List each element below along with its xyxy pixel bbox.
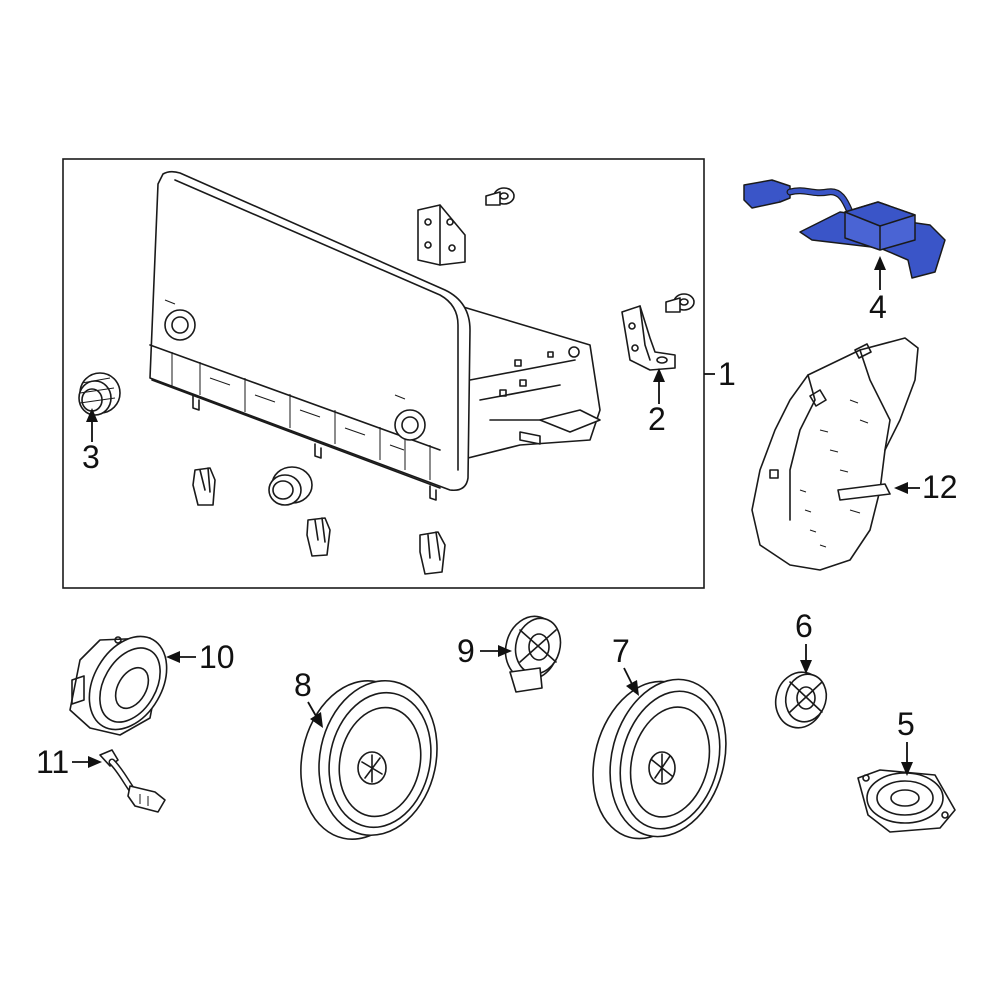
grommet[interactable] xyxy=(268,466,313,506)
callout-4: 4 xyxy=(869,289,887,325)
tweeter-part-6[interactable] xyxy=(770,667,832,734)
callout-12: 12 xyxy=(922,469,958,505)
callout-1: 1 xyxy=(718,356,736,392)
tweeter-part-9[interactable] xyxy=(499,610,567,693)
display-unit-part[interactable] xyxy=(149,170,601,501)
bracket-part-2[interactable] xyxy=(621,305,676,371)
callout-2: 2 xyxy=(648,401,666,437)
clip[interactable] xyxy=(419,531,446,575)
speaker-part-10[interactable] xyxy=(69,623,182,744)
upper-bracket[interactable] xyxy=(417,204,466,266)
callout-6: 6 xyxy=(795,608,813,644)
cover-part-12[interactable] xyxy=(751,337,919,571)
callout-5: 5 xyxy=(897,706,915,742)
screw[interactable] xyxy=(665,293,695,313)
callout-7: 7 xyxy=(612,633,630,669)
callout-3: 3 xyxy=(82,439,100,475)
callout-11: 11 xyxy=(36,744,69,780)
speaker-part-8[interactable] xyxy=(287,670,451,851)
module-part-4[interactable] xyxy=(743,179,946,279)
harness-part-11[interactable] xyxy=(99,749,166,813)
clip[interactable] xyxy=(192,467,216,506)
screw[interactable] xyxy=(485,187,515,206)
grommet-part-3[interactable] xyxy=(78,372,121,416)
speaker-part-5[interactable] xyxy=(857,769,956,833)
callout-9: 9 xyxy=(457,633,475,669)
clip[interactable] xyxy=(306,517,331,557)
speaker-part-7[interactable] xyxy=(576,666,743,851)
callout-10: 10 xyxy=(199,639,235,675)
callout-8: 8 xyxy=(294,667,312,703)
callout-arrows xyxy=(72,256,920,776)
